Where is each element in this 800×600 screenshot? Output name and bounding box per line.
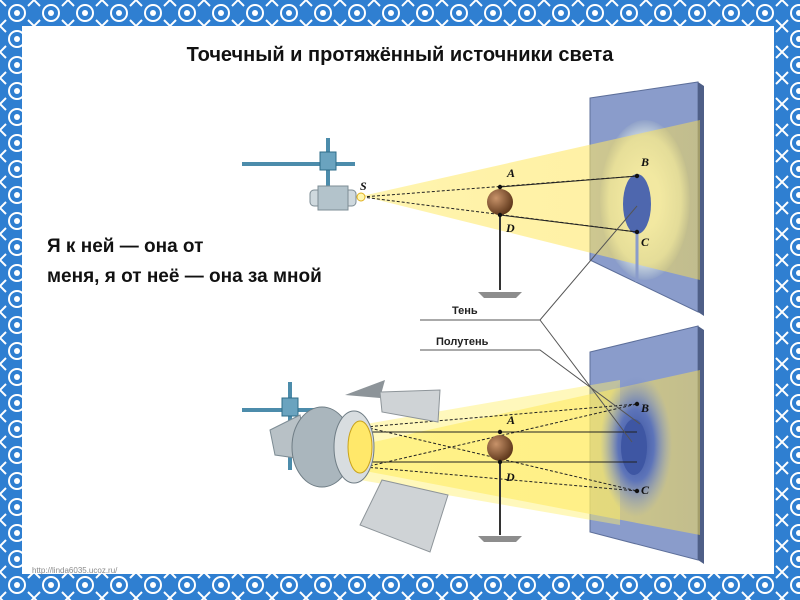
label-a-top: A xyxy=(506,166,515,180)
riddle-line-1: Я к ней — она от xyxy=(47,236,204,257)
point-source-scene: S A D B C xyxy=(242,81,704,316)
opaque-ball-2 xyxy=(487,435,513,461)
label-a-bottom: A xyxy=(506,413,515,427)
callouts: Тень Полутень xyxy=(420,205,641,443)
label-c-bottom: C xyxy=(641,483,650,497)
label-c-top: C xyxy=(641,235,650,249)
label-penumbra: Полутень xyxy=(436,336,489,348)
shadow-spot xyxy=(623,174,651,234)
point-lamp xyxy=(242,138,366,211)
label-d-top: D xyxy=(505,221,515,235)
label-b-bottom: B xyxy=(640,401,649,415)
label-b-top: B xyxy=(640,155,649,169)
light-beam xyxy=(362,120,700,280)
slide-title: Точечный и протяжённый источники света xyxy=(186,44,614,66)
extended-source-scene: A D B C xyxy=(242,325,704,564)
opaque-ball xyxy=(487,189,513,215)
label-s: S xyxy=(360,179,367,193)
watermark-url: http://linda6035.ucoz.ru/ xyxy=(32,566,118,575)
label-d-bottom: D xyxy=(505,470,515,484)
riddle-line-2: меня, я от неё — она за мной xyxy=(47,266,322,287)
umbra-spot xyxy=(621,419,647,475)
label-shadow: Тень xyxy=(452,305,478,317)
extended-lamp xyxy=(242,380,449,553)
